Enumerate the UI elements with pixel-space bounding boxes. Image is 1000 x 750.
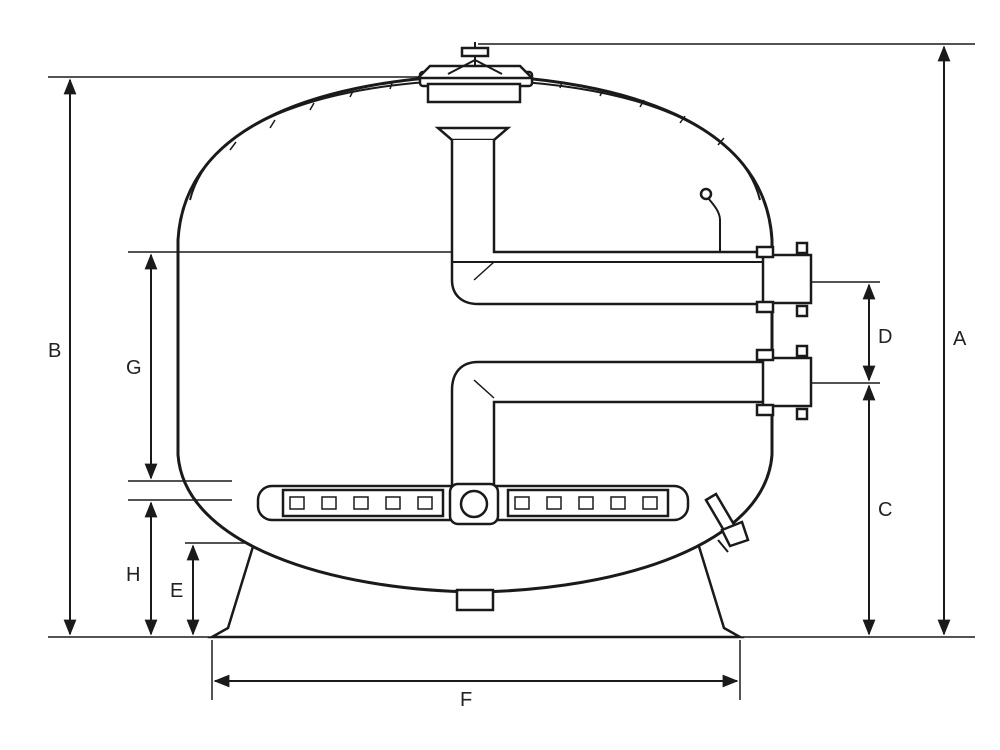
dim-label-E: E [170,580,183,602]
dim-label-H: H [126,564,140,586]
dim-label-G: G [126,357,142,379]
drain-valve [704,492,750,553]
extension-lines [48,43,975,700]
top-cover [414,42,536,104]
dimension-labels: A B C D E F G H [48,326,967,711]
dim-label-B: B [48,340,61,362]
dim-label-F: F [460,689,472,711]
lateral-collector [256,482,690,526]
dim-label-C: C [878,499,892,521]
inlet-pipe [434,126,813,318]
dimension-arrows [63,45,951,688]
outlet-pipe [450,344,813,488]
lateral-slots [289,496,658,510]
dim-label-D: D [878,326,892,348]
dim-label-A: A [953,328,967,350]
dome-hatching [229,81,725,151]
tank-body [176,73,774,612]
